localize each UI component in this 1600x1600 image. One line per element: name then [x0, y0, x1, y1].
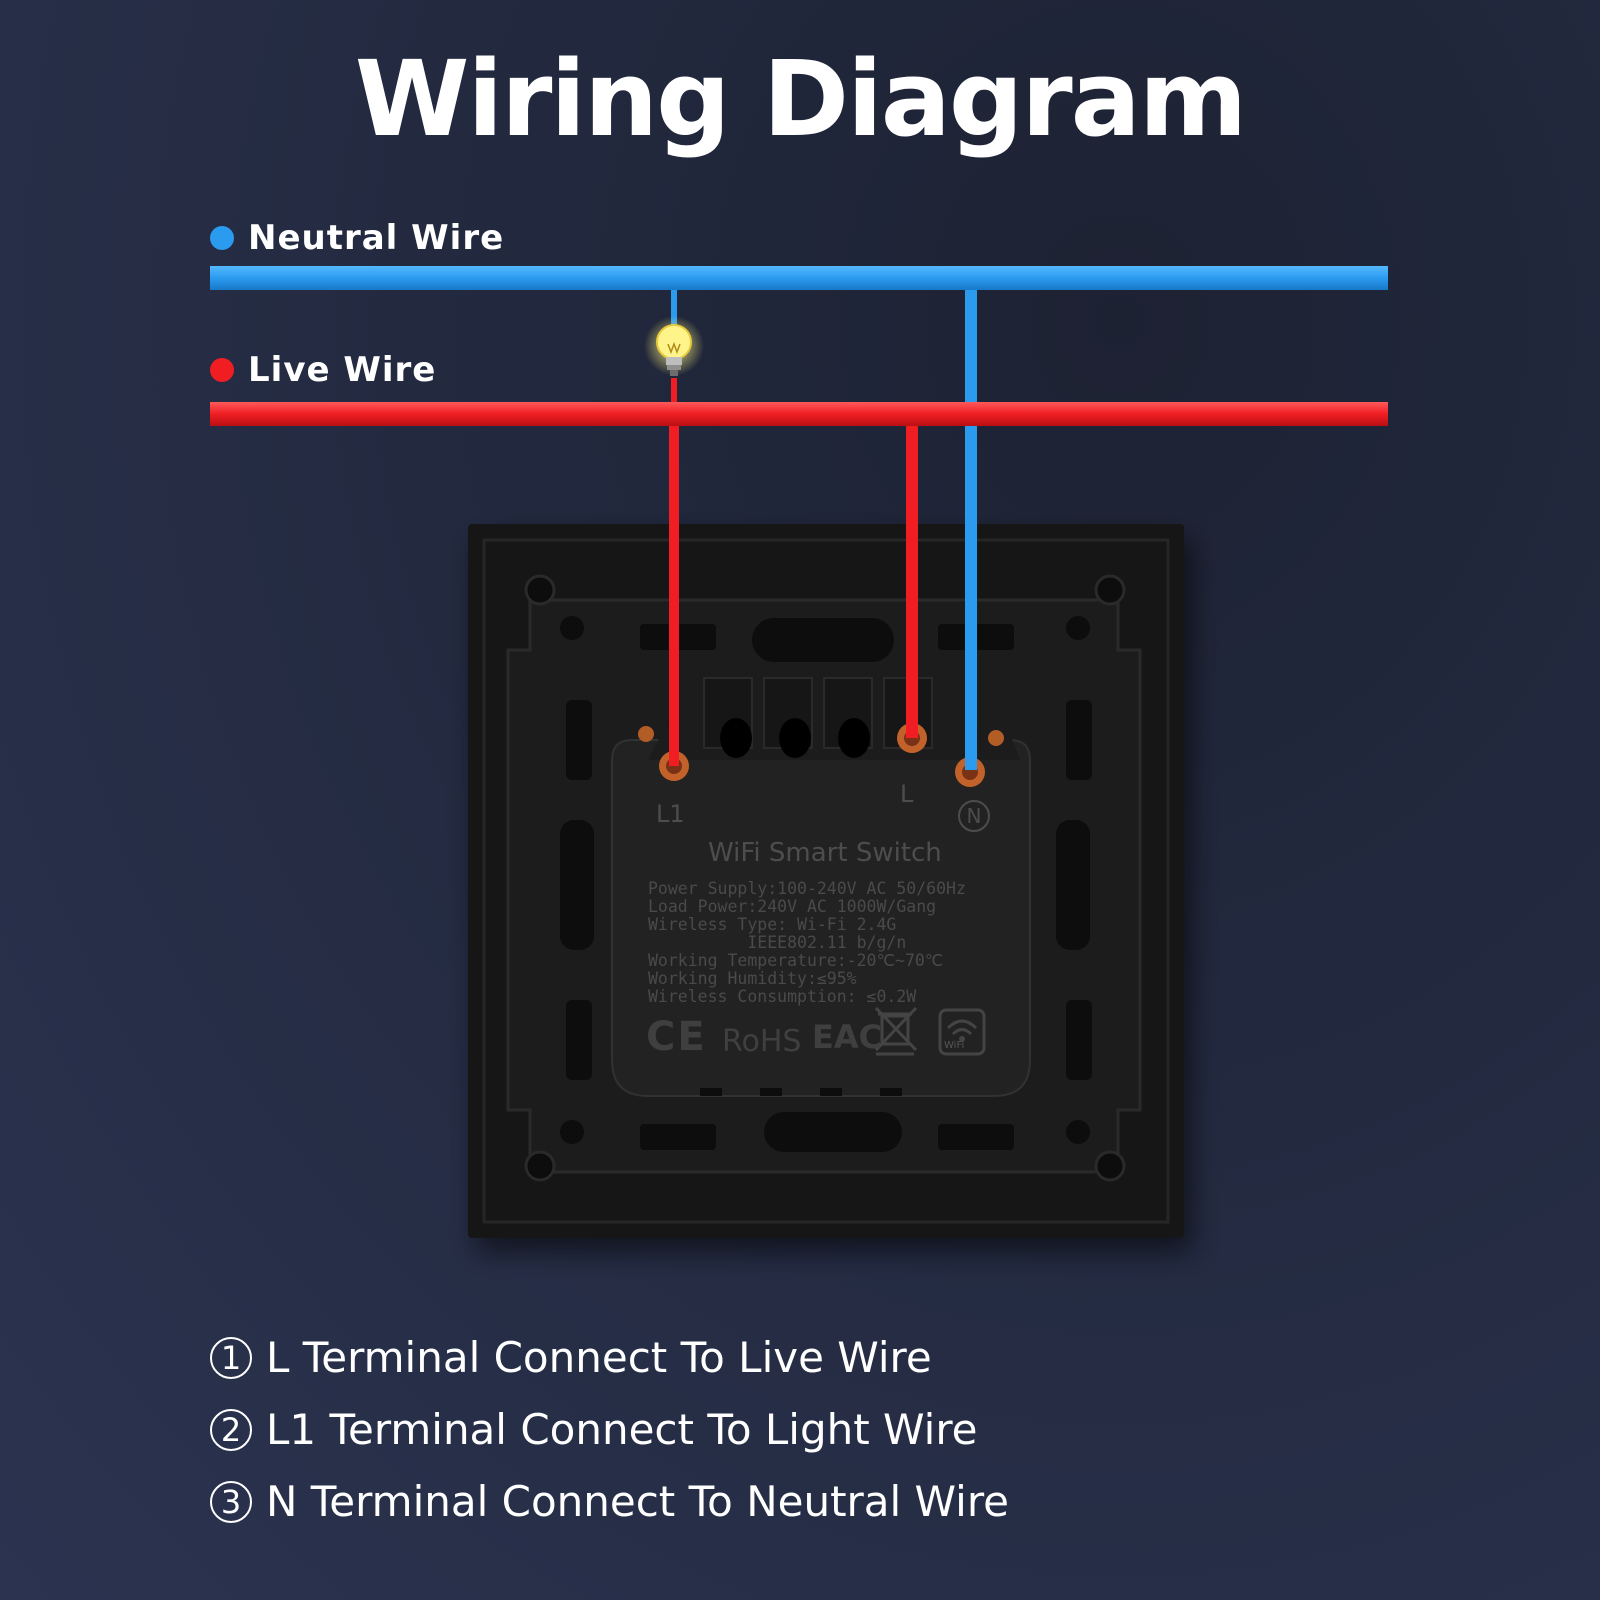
live-dot-icon [210, 358, 234, 382]
instructions-list: 1 L Terminal Connect To Live Wire 2 L1 T… [210, 1322, 1009, 1538]
step-number: 3 [210, 1481, 252, 1523]
legend-neutral: Neutral Wire [210, 218, 504, 258]
instruction-text: N Terminal Connect To Neutral Wire [266, 1477, 1010, 1526]
rohs-mark: RoHS [722, 1024, 802, 1059]
l1-terminal-wire [669, 426, 679, 766]
legend-live-label: Live Wire [248, 350, 437, 390]
spec-line: Working Temperature:-20℃~70℃ [648, 951, 944, 970]
instruction-text: L1 Terminal Connect To Light Wire [266, 1405, 978, 1454]
spec-line: Power Supply:100-240V AC 50/60Hz [648, 879, 966, 898]
bulb-live-wire [671, 378, 677, 408]
n-terminal-wire [965, 286, 977, 770]
ce-mark: CE [646, 1014, 707, 1060]
instruction-item: 2 L1 Terminal Connect To Light Wire [210, 1394, 1009, 1466]
neutral-dot-icon [210, 226, 234, 250]
bulb-neutral-wire [671, 286, 677, 330]
l-terminal-wire [906, 426, 918, 738]
l1-terminal-label: L1 [656, 800, 685, 828]
live-bus-bar [210, 402, 1388, 426]
crossed-bin-icon [874, 1006, 918, 1056]
wifi-icon [938, 1008, 986, 1056]
spec-line: Load Power:240V AC 1000W/Gang [648, 897, 937, 916]
page-title: Wiring Diagram [354, 38, 1247, 160]
spec-line: IEEE802.11 b/g/n [648, 933, 907, 952]
l-terminal-label: L [900, 780, 914, 808]
step-number: 2 [210, 1409, 252, 1451]
wifi-mark: WiFi [944, 1040, 965, 1051]
light-bulb-icon [644, 316, 704, 376]
spec-line: Working Humidity:≤95% [648, 969, 857, 988]
legend-live: Live Wire [210, 350, 436, 390]
eac-mark: EAC [812, 1018, 883, 1056]
legend-neutral-label: Neutral Wire [248, 218, 505, 258]
product-name: WiFi Smart Switch [708, 838, 942, 868]
n-terminal-label: N [958, 800, 990, 832]
step-number: 1 [210, 1337, 252, 1379]
instruction-item: 1 L Terminal Connect To Live Wire [210, 1322, 1009, 1394]
neutral-bus-bar [210, 266, 1388, 290]
spec-line: Wireless Type: Wi-Fi 2.4G [648, 915, 897, 934]
instruction-item: 3 N Terminal Connect To Neutral Wire [210, 1466, 1009, 1538]
instruction-text: L Terminal Connect To Live Wire [266, 1333, 932, 1382]
spec-line: Wireless Consumption: ≤0.2W [648, 987, 917, 1006]
switch-back-plate [468, 524, 1184, 1238]
